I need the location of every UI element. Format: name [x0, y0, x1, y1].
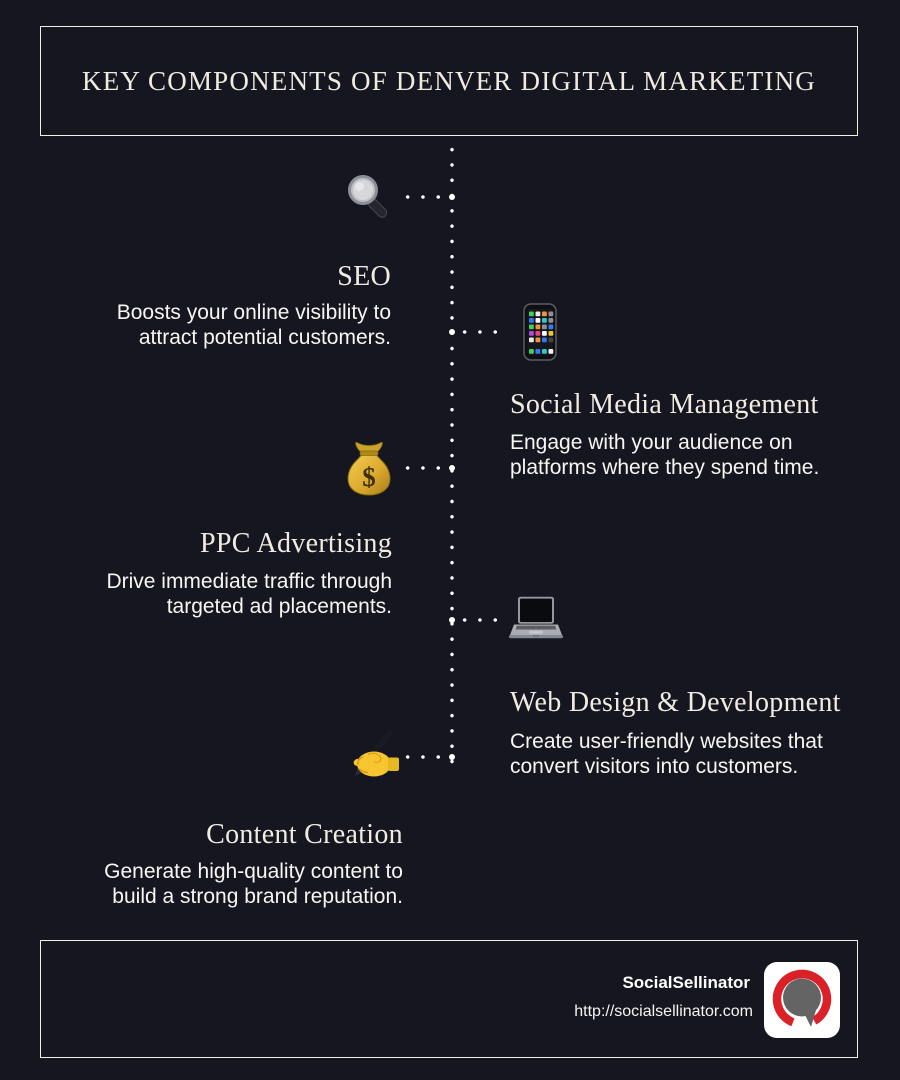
description-line: platforms where they spend time.	[510, 456, 820, 479]
svg-text:$: $	[362, 462, 376, 492]
description-line: build a strong brand reputation.	[112, 885, 403, 908]
description-line: Boosts your online visibility to	[116, 301, 391, 324]
section-title-content-creation: Content Creation	[206, 819, 403, 850]
timeline-junction-dot	[449, 465, 455, 471]
footer-box	[40, 940, 858, 1058]
dotted-connector	[400, 466, 446, 470]
section-description: Create user-friendly websites that conve…	[510, 729, 823, 779]
description-line: Generate high-quality content to	[104, 860, 403, 883]
description-line: Create user-friendly websites that	[510, 730, 823, 753]
timeline-junction-dot	[449, 329, 455, 335]
timeline-dotted-line	[450, 142, 454, 764]
section-title-ppc: PPC Advertising	[200, 528, 392, 559]
section-title-web-design: Web Design & Development	[510, 687, 841, 718]
section-description: Drive immediate traffic through targeted…	[106, 569, 392, 619]
socialsellinator-logo-icon	[764, 962, 840, 1038]
laptop-icon	[509, 596, 563, 647]
dotted-connector	[400, 755, 446, 759]
description-line: targeted ad placements.	[166, 595, 392, 618]
section-description: Boosts your online visibility to attract…	[117, 300, 391, 350]
dotted-connector	[400, 195, 446, 199]
timeline-junction-dot	[449, 194, 455, 200]
dotted-connector	[457, 330, 503, 334]
website-url: http://socialsellinator.com	[574, 1003, 753, 1020]
infographic-title: KEY COMPONENTS OF DENVER DIGITAL MARKETI…	[82, 65, 816, 96]
description-line: convert visitors into customers.	[510, 755, 799, 778]
mobile-phone-icon	[522, 303, 558, 366]
timeline-junction-dot	[449, 754, 455, 760]
dotted-connector	[457, 618, 503, 622]
brand-name: SocialSellinator	[622, 973, 750, 992]
section-title-social-media: Social Media Management	[510, 389, 819, 420]
section-description: Generate high-quality content to build a…	[104, 859, 403, 909]
description-line: Drive immediate traffic through	[106, 570, 392, 593]
writing-hand-icon	[342, 727, 400, 786]
timeline-junction-dot	[449, 617, 455, 623]
section-description: Engage with your audience on platforms w…	[510, 430, 819, 480]
magnifying-glass-icon	[343, 172, 393, 227]
description-line: Engage with your audience on	[510, 431, 793, 454]
header-box: KEY COMPONENTS OF DENVER DIGITAL MARKETI…	[40, 26, 858, 136]
section-title-seo: SEO	[337, 261, 391, 292]
description-line: attract potential customers.	[138, 326, 391, 349]
money-bag-icon: $	[344, 441, 394, 501]
